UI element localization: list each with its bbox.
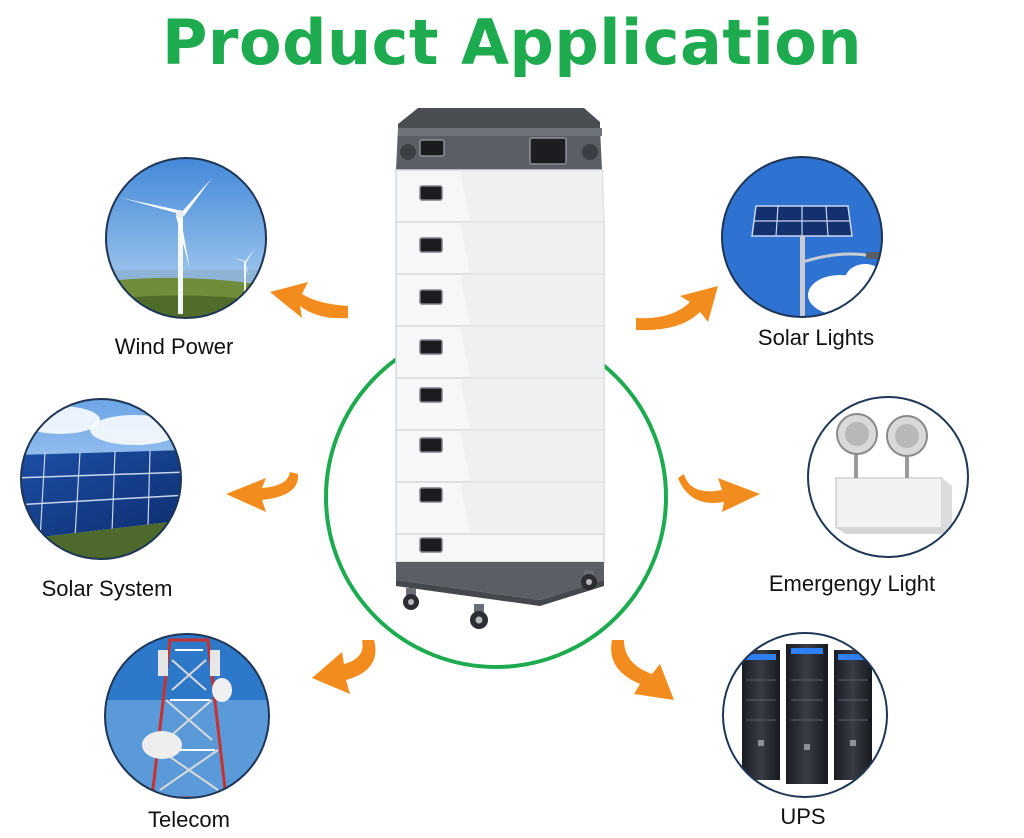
telecom-tower-icon	[104, 633, 270, 799]
solar-street-light-icon	[721, 156, 883, 318]
caster-wheels	[403, 570, 597, 629]
arrow-to-telecom-icon	[312, 640, 376, 694]
arrow-to-solar-system-icon	[226, 472, 299, 512]
arrow-to-ups-icon	[611, 640, 674, 700]
label-telecom: Telecom	[148, 807, 230, 832]
emergency-light-icon	[807, 396, 969, 558]
wind-turbine-icon	[105, 157, 267, 319]
solar-panel-icon	[20, 398, 182, 560]
label-wind-power: Wind Power	[114, 334, 234, 359]
arrow-to-solar-lights-icon	[636, 286, 718, 331]
server-rack-icon	[722, 632, 888, 798]
label-emergency-light: Emergengy Light	[768, 571, 936, 596]
stacked-battery-icon	[395, 108, 605, 629]
page-title: Product Application	[161, 6, 863, 79]
arrow-to-wind-power-icon	[270, 282, 348, 319]
label-solar-lights: Solar Lights	[757, 325, 875, 350]
label-ups: UPS	[780, 804, 826, 829]
arrow-to-emergency-light-icon	[678, 474, 760, 512]
label-solar-system: Solar System	[41, 576, 173, 601]
